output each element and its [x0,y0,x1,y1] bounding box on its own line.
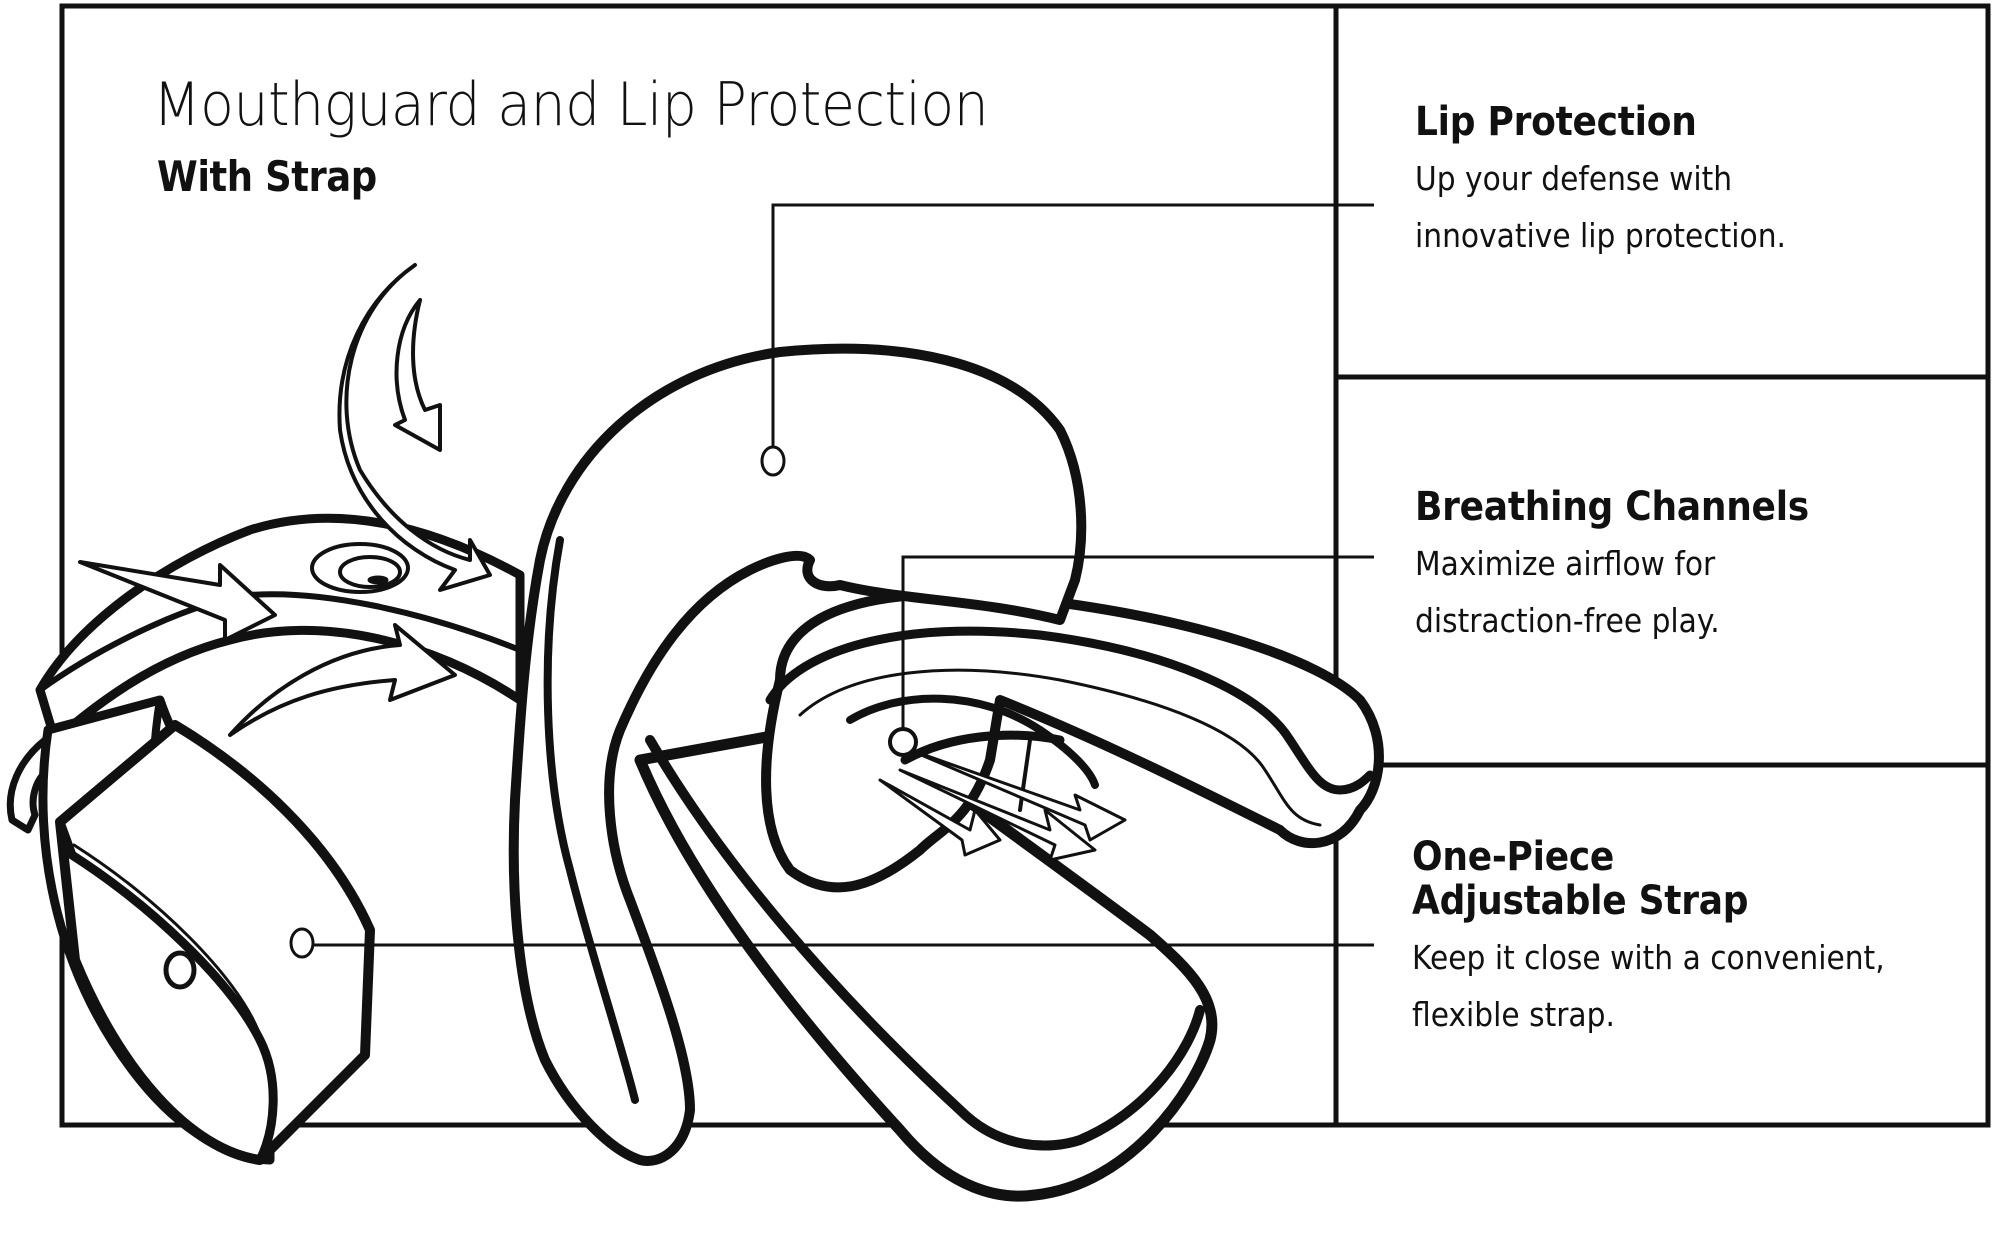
feature-heading: Lip Protection [1415,99,1697,145]
breathing-arrow-1 [903,746,1127,842]
feature-adjustable-strap: One-Piece Adjustable Strap Keep it close… [1412,835,1937,1043]
callout-lines [313,203,1374,947]
feature-lip-protection: Lip Protection Up your defense with inno… [1415,100,1827,264]
airflow-arrow-small [393,298,442,452]
feature-description-line: Keep it close with a convenient, [1412,938,1885,977]
feature-description: Up your defense with innovative lip prot… [1415,150,1786,264]
feature-description: Maximize airflow for distraction-free pl… [1415,535,1809,649]
airflow-arrow-left [78,560,277,642]
diagram-title: Mouthguard and Lip Protection [153,70,989,140]
lip-guard [508,343,1087,1166]
breathing-channel [846,694,1099,789]
breathing-arrow-3 [878,778,1002,857]
callout-dot-lip [760,445,786,477]
airflow-arrow-lower [228,623,457,737]
callout-line-breathing-channels [901,555,1374,729]
feature-heading: Breathing Channels [1415,484,1809,530]
strap-clip [55,720,375,1165]
mouthguard-illustration [6,263,1384,1202]
feature-description-line: flexible strap. [1412,995,1615,1034]
breathing-arrow-2 [898,768,1097,862]
feature-description: Keep it close with a convenient, flexibl… [1412,929,1885,1043]
feature-description-line: innovative lip protection. [1415,216,1786,255]
airflow-arrow-top [337,263,492,592]
callout-dot-breathing [888,727,918,757]
strap-hole [163,950,197,990]
feature-description-line: distraction-free play. [1415,601,1720,640]
callout-line-lip-protection [771,203,1374,447]
feature-description-line: Up your defense with [1415,159,1733,198]
diagram-subtitle: With Strap [157,152,377,201]
feature-breathing-channels: Breathing Channels Maximize airflow for … [1415,485,1853,649]
feature-heading-line: Adjustable Strap [1412,878,1749,924]
feature-heading-line: One-Piece [1412,834,1615,880]
feature-heading: One-Piece Adjustable Strap [1412,835,1885,923]
feature-description-line: Maximize airflow for [1415,544,1716,583]
callout-dot-strap [289,927,315,959]
